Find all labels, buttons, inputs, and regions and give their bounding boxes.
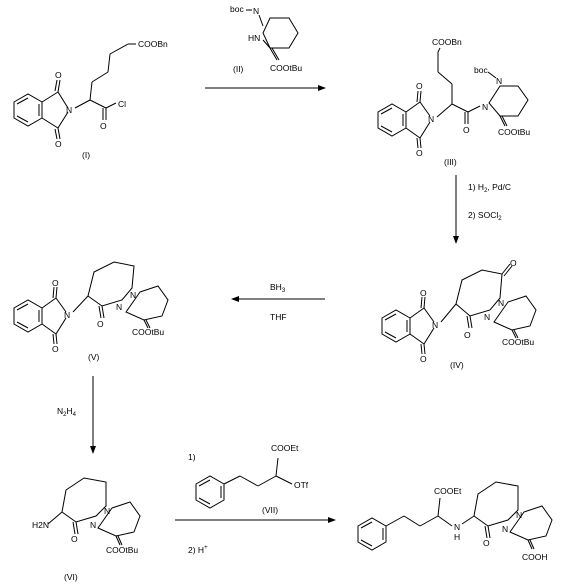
compound-III: O O N COOBn O N N boc COOtBu (III)	[377, 37, 530, 167]
product-nitrogen-2: N	[502, 524, 508, 534]
VII-triflate: OTf	[294, 480, 309, 490]
V-nitrogen-3: N	[116, 302, 122, 312]
V-carbonyl-oxygen: O	[97, 319, 104, 329]
III-nitrogen-2: N	[482, 102, 488, 112]
IV-label: (IV)	[450, 360, 464, 370]
product-ester: COOEt	[434, 486, 462, 496]
step-3-conditions: BH3 THF	[270, 282, 287, 322]
I-chloride: Cl	[118, 99, 126, 109]
svg-text:2) H+: 2) H+	[188, 545, 208, 555]
IV-oxygen-1: O	[420, 288, 427, 298]
II-hn: HN	[248, 33, 260, 43]
compound-V: O O N N N O COOtBu (V)	[13, 261, 169, 362]
I-oxygen-1: O	[55, 70, 62, 80]
III-oxygen-2: O	[416, 148, 423, 158]
II-ester: COOtBu	[270, 63, 302, 73]
product-amine-nitrogen: N	[454, 522, 460, 532]
II-label: (II)	[233, 64, 244, 74]
VII-ester: COOEt	[271, 443, 299, 453]
V-oxygen-2: O	[52, 344, 59, 354]
IV-nitrogen-3: N	[484, 312, 490, 322]
IV-nitrogen-2: N	[498, 298, 504, 308]
step-5-conditions: 1) 2) H+	[188, 452, 208, 555]
step-4-conditions: N2H4	[57, 406, 77, 418]
VI-label: (VI)	[64, 572, 78, 582]
compound-VI: H2N N N O COOtBu (VI)	[32, 477, 141, 582]
V-oxygen-1: O	[52, 278, 59, 288]
product-carbonyl-oxygen: O	[483, 538, 490, 548]
VI-carbonyl-oxygen: O	[71, 534, 78, 544]
I-nitrogen: N	[66, 105, 72, 115]
VII-label: (VII)	[262, 505, 278, 515]
svg-text:2) SOCl2: 2) SOCl2	[468, 210, 502, 222]
IV-oxygen-3: O	[510, 258, 517, 268]
II-boc: boc	[230, 4, 244, 14]
I-oxygen-2: O	[55, 139, 62, 149]
IV-nitrogen-1: N	[432, 320, 438, 330]
product-acid: COOH	[522, 552, 548, 562]
VI-nitrogen-2: N	[90, 520, 96, 530]
V-nitrogen-2: N	[130, 290, 136, 300]
VI-amine: H2N	[32, 520, 49, 530]
VI-nitrogen-1: N	[104, 506, 110, 516]
compound-II: N boc HN COOtBu (II)	[230, 4, 302, 74]
step-2-conditions: 1) H2, Pd/C 2) SOCl2	[468, 182, 511, 222]
I-carbonyl-oxygen: O	[100, 121, 107, 131]
product-nitrogen-1: N	[516, 510, 522, 520]
compound-I: O O N COOBn O Cl (I)	[13, 39, 168, 160]
IV-oxygen-2: O	[420, 354, 427, 364]
II-nitrogen: N	[253, 6, 259, 16]
III-carbonyl-oxygen: O	[463, 125, 470, 135]
compound-VII: COOEt OTf (VII)	[195, 443, 309, 515]
III-oxygen-1: O	[416, 81, 423, 91]
svg-text:BH3: BH3	[270, 282, 286, 294]
VI-tbu-ester: COOtBu	[106, 545, 138, 555]
svg-text:THF: THF	[270, 312, 287, 322]
V-tbu-ester: COOtBu	[132, 327, 164, 337]
compound-product: COOEt N H N N O COOH	[357, 481, 553, 562]
III-boc: boc	[474, 65, 488, 75]
product-amine-hydrogen: H	[454, 532, 460, 542]
IV-carbonyl-oxygen: O	[464, 330, 471, 340]
IV-tbu-ester: COOtBu	[502, 337, 534, 347]
III-tbu-ester: COOtBu	[498, 127, 530, 137]
III-nitrogen-3: N	[496, 76, 502, 86]
I-benzyl-ester: COOBn	[138, 39, 168, 49]
V-label: (V)	[88, 352, 100, 362]
svg-text:1): 1)	[188, 452, 196, 462]
III-nitrogen-1: N	[428, 114, 434, 124]
III-label: (III)	[444, 157, 457, 167]
compound-IV: O O N O N N O COOtBu (IV)	[381, 258, 537, 370]
svg-text:1) H2, Pd/C: 1) H2, Pd/C	[468, 182, 511, 194]
I-label: (I)	[82, 150, 90, 160]
V-nitrogen-1: N	[64, 310, 70, 320]
III-benzyl-ester: COOBn	[432, 37, 462, 47]
